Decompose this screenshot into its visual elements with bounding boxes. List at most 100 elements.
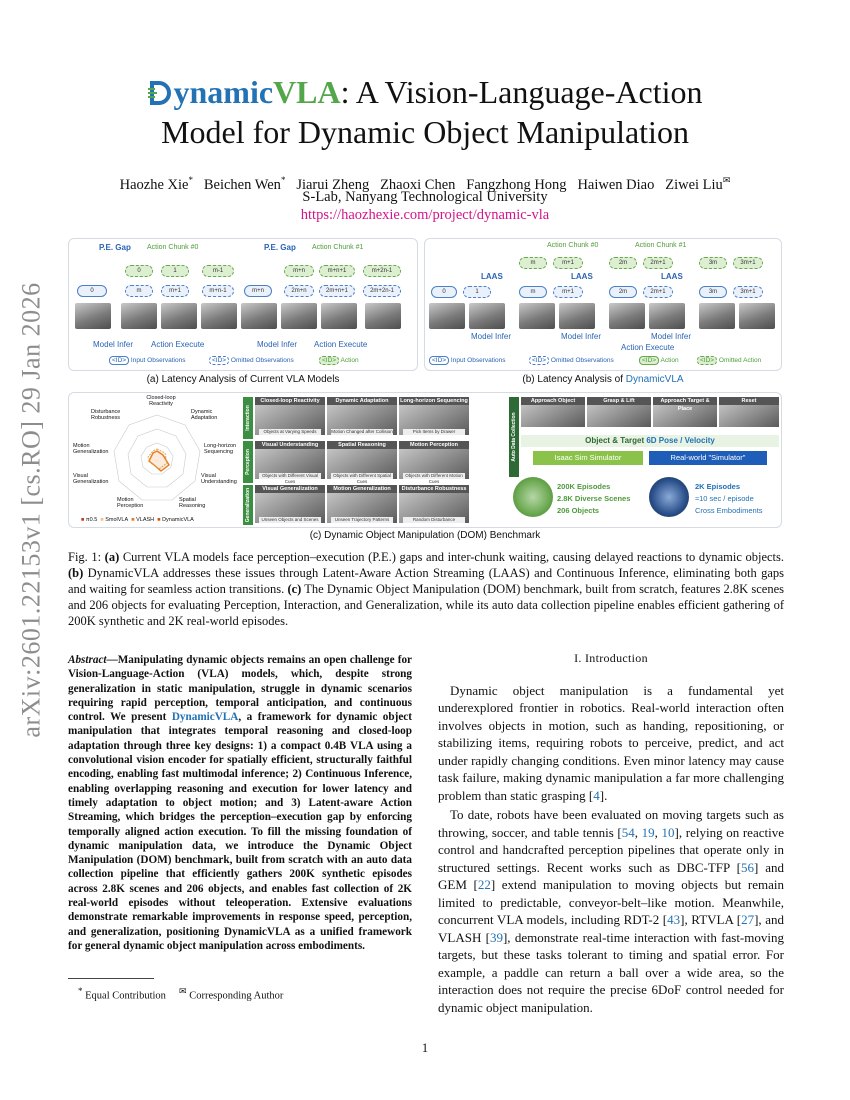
cell-footer: Pick Items by Drawer <box>403 429 465 435</box>
frame-thumb <box>429 303 465 329</box>
chunk0-label: Action Chunk #0 <box>547 242 599 249</box>
radar-axis-label: Closed-loop Reactivity <box>146 395 176 407</box>
action-chip: m+n+1 <box>319 265 355 277</box>
citation-link[interactable]: 22 <box>477 877 491 892</box>
obs-chip: 3m+1 <box>733 286 763 298</box>
cell-header: Dynamic Adaptation <box>327 397 397 405</box>
cell-header: Motion Perception <box>399 441 469 449</box>
sim-stats: 200K Episodes 2.8K Diverse Scenes 206 Ob… <box>557 482 631 515</box>
cell-footer: Random Disturbance <box>403 517 465 523</box>
frame-thumb <box>469 303 505 329</box>
pipeline-step: Approach Object <box>521 397 585 405</box>
obs-chip: 0 <box>77 285 107 297</box>
title-line2: Model for Dynamic Object Manipulation <box>161 114 689 150</box>
citation-link[interactable]: 43 <box>667 912 681 927</box>
sim-objects-thumb <box>513 477 553 517</box>
chunk1-label: Action Chunk #1 <box>312 244 364 251</box>
legend-omitted: <ID> Omitted Observations <box>209 356 294 365</box>
legend-input: <ID> Input Observations <box>429 356 505 365</box>
chunk1-label: Action Chunk #1 <box>635 242 687 249</box>
radar-legend: ■ π0.5 ■ SmolVLA ■ VLASH ■ DynamicVLA <box>81 517 194 523</box>
frame-thumb <box>609 303 645 329</box>
tab-interaction: Interaction <box>243 397 253 439</box>
citation-link[interactable]: 27 <box>741 912 755 927</box>
radar-axis-label: Visual Understanding <box>201 473 237 485</box>
panel-c-caption: (c) Dynamic Object Manipulation (DOM) Be… <box>309 530 541 541</box>
title-brand-ynamic: ynamic <box>173 74 274 110</box>
citation-link[interactable]: 56 <box>741 859 754 875</box>
citation-link[interactable]: 10 <box>661 824 675 840</box>
obs-chip: 2m+2n-1 <box>363 285 401 297</box>
citation-link[interactable]: 54 <box>621 824 635 840</box>
legend-action: <ID> Action <box>319 356 359 365</box>
pipeline-step: Approach Target & Place <box>653 397 717 412</box>
laas-label: LAAS <box>571 272 593 281</box>
cell-header: Long-horizon Sequencing <box>399 397 469 405</box>
obs-chip: m+n <box>244 285 272 297</box>
citation-link[interactable]: 39 <box>489 929 503 945</box>
cell-header: Closed-loop Reactivity <box>255 397 325 405</box>
frame-thumb <box>201 303 237 329</box>
chunk0-label: Action Chunk #0 <box>147 244 199 251</box>
legend-omitted: <ID> Omitted Observations <box>529 356 614 365</box>
tab-perception: Perception <box>243 441 253 483</box>
tab-generalization: Generalization <box>243 485 253 525</box>
citation-link[interactable]: 4 <box>593 787 600 803</box>
model-infer-label: Model Infer <box>93 340 134 349</box>
frame-thumb <box>281 303 317 329</box>
affiliation: S-Lab, Nanyang Technological University <box>302 189 548 205</box>
panel-a: P.E. Gap Action Chunk #0 P.E. Gap Action… <box>68 238 418 371</box>
action-execute-label: Action Execute <box>621 343 675 352</box>
model-infer-label: Model Infer <box>651 332 692 341</box>
project-url-link[interactable]: https://haozhexie.com/project/dynamic-vl… <box>300 207 550 223</box>
obs-chip: 1 <box>463 286 491 298</box>
model-infer-label: Model Infer <box>561 332 602 341</box>
action-chip: 3m <box>699 257 727 269</box>
frame-thumb <box>321 303 357 329</box>
cell-footer: Unseen Objects and Scenes <box>259 517 321 523</box>
figure-caption: Fig. 1: (a) Current VLA models face perc… <box>68 550 785 628</box>
cell-footer: Unseen Trajectory Patterns <box>331 517 393 523</box>
cell-header: Visual Generalization <box>255 485 325 493</box>
real-label: Real-world "Simulator" <box>649 451 767 465</box>
legend-action: <ID> Action <box>639 356 679 365</box>
cell-header: Disturbance Robustness <box>399 485 469 493</box>
footnote: * Equal Contribution ✉ Corresponding Aut… <box>78 986 284 1002</box>
frame-thumb <box>559 303 595 329</box>
real-robot-thumb <box>649 477 689 517</box>
action-chip: m <box>519 257 547 269</box>
introduction: I. Introduction Dynamic object manipulat… <box>438 650 784 1018</box>
section-heading: I. Introduction <box>574 651 648 665</box>
pe-gap-label: P.E. Gap <box>99 243 131 252</box>
laas-label: LAAS <box>481 272 503 281</box>
frame-thumb <box>241 303 277 329</box>
pipeline-step: Reset <box>719 397 779 405</box>
cell-header: Visual Understanding <box>255 441 325 449</box>
panel-b: Action Chunk #0 Action Chunk #1 m m+1 2m… <box>424 238 782 371</box>
radar-axis-label: Motion Generalization <box>73 443 109 455</box>
obs-chip: 3m <box>699 286 727 298</box>
obs-chip: 2m+1 <box>643 286 673 298</box>
pipeline-step: Grasp & Lift <box>587 397 651 405</box>
radar-axis-label: Motion Perception <box>117 497 144 509</box>
obs-chip: 2m+n <box>284 285 314 297</box>
model-infer-label: Model Infer <box>471 332 512 341</box>
action-chip: m+n <box>284 265 314 277</box>
obs-chip: m <box>519 286 547 298</box>
arxiv-stamp: arXiv:2601.22153v1 [cs.RO] 29 Jan 2026 <box>17 282 46 738</box>
cell-footer: Objects with Different Visual Cues <box>259 473 321 484</box>
cell-header: Motion Generalization <box>327 485 397 493</box>
radar-axis-label: Long-horizon Sequencing <box>204 443 237 455</box>
abstract-label: Abstract <box>68 654 107 666</box>
pe-gap-label-2: P.E. Gap <box>264 243 296 252</box>
obs-chip: m <box>125 285 153 297</box>
action-chip: 2m+1 <box>643 257 673 269</box>
panel-b-caption: (b) Latency Analysis of DynamicVLA <box>522 374 684 385</box>
citation-link[interactable]: 19 <box>641 824 655 840</box>
cell-header: Spatial Reasoning <box>327 441 397 449</box>
title-brand-vla: VLA <box>273 74 341 110</box>
radar-chart <box>113 414 201 501</box>
panel-a-caption: (a) Latency Analysis of Current VLA Mode… <box>146 374 340 385</box>
author-list: Haozhe Xie* Beichen Wen* Jiarui Zheng Zh… <box>119 175 731 193</box>
tab-auto-data: Auto Data Collection <box>509 397 519 477</box>
